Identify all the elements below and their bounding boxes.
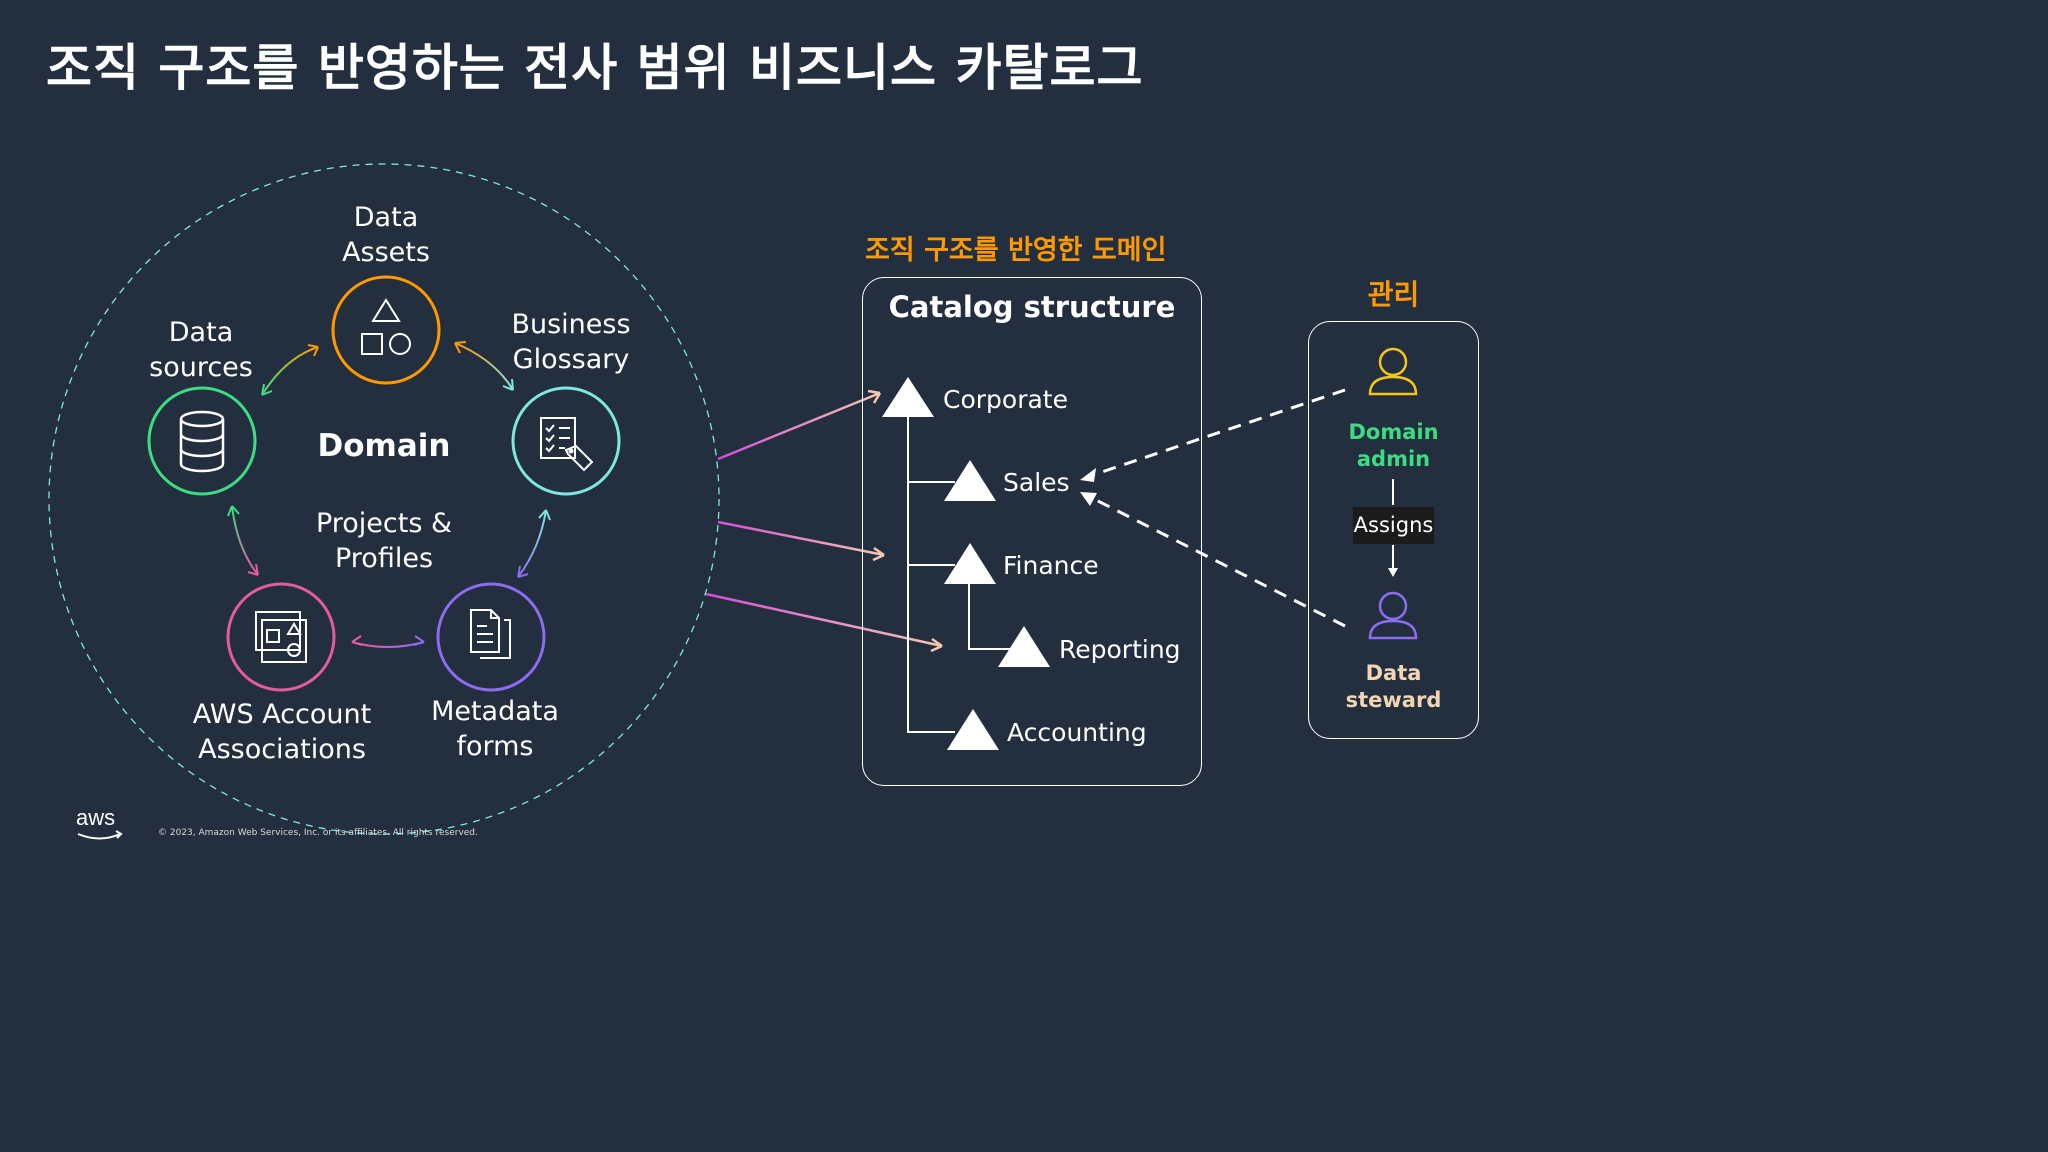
domain-title: Domain (317, 428, 451, 464)
checklist-icon (540, 417, 594, 472)
copyright-text: © 2023, Amazon Web Services, Inc. or its… (158, 828, 478, 838)
aws-account-ring (226, 582, 336, 692)
image-gallery-icon (255, 611, 307, 663)
projects-profiles-label: Projects & Profiles (315, 508, 453, 574)
database-icon (179, 410, 225, 473)
tree-item-accounting: Accounting (1007, 718, 1147, 747)
data-sources-ring (147, 386, 257, 496)
catalog-box-title: Catalog structure (888, 290, 1176, 324)
domain-boundary (48, 163, 720, 835)
finance-node-icon (944, 543, 996, 584)
management-heading: 관리 (1367, 278, 1420, 311)
catalog-heading: 조직 구조를 반영한 도메인 (865, 235, 1167, 266)
page-title: 조직 구조를 반영하는 전사 범위 비즈니스 카탈로그 (46, 39, 1144, 97)
reporting-node-icon (998, 626, 1050, 667)
corporate-node-icon (882, 377, 934, 417)
business-glossary-ring (511, 386, 621, 496)
management-box (1308, 321, 1479, 739)
data-steward-label: Data steward (1345, 661, 1442, 712)
catalog-structure-box (862, 277, 1202, 786)
data-assets-label: Data Assets (342, 202, 430, 268)
assigns-label: Assigns (1353, 507, 1434, 544)
tree-item-finance: Finance (1003, 551, 1099, 580)
shapes-icon (361, 298, 411, 355)
domain-connectors (227, 341, 551, 648)
management-connectors (1089, 388, 1346, 628)
aws-account-associations-label: AWS Account Associations (192, 699, 372, 765)
business-glossary-label: Business Glossary (511, 309, 631, 375)
admin-person-icon (1368, 347, 1418, 396)
data-assets-ring (331, 275, 441, 385)
catalog-connectors (705, 389, 943, 653)
document-icon (470, 609, 511, 659)
catalog-tree-nodes (882, 377, 1050, 750)
data-sources-label: Data sources (149, 317, 253, 383)
tree-item-reporting: Reporting (1059, 635, 1181, 664)
tree-item-sales: Sales (1003, 468, 1070, 497)
metadata-forms-ring (436, 582, 546, 692)
sales-node-icon (944, 460, 996, 501)
tree-item-corporate: Corporate (943, 385, 1068, 414)
catalog-tree-lines (907, 416, 1010, 733)
aws-logo: aws (76, 805, 116, 830)
steward-person-icon (1368, 591, 1418, 640)
accounting-node-icon (947, 709, 999, 750)
diagram-graphics (48, 163, 1418, 835)
metadata-forms-label: Metadata forms (431, 696, 559, 762)
domain-admin-label: Domain admin (1348, 420, 1439, 471)
